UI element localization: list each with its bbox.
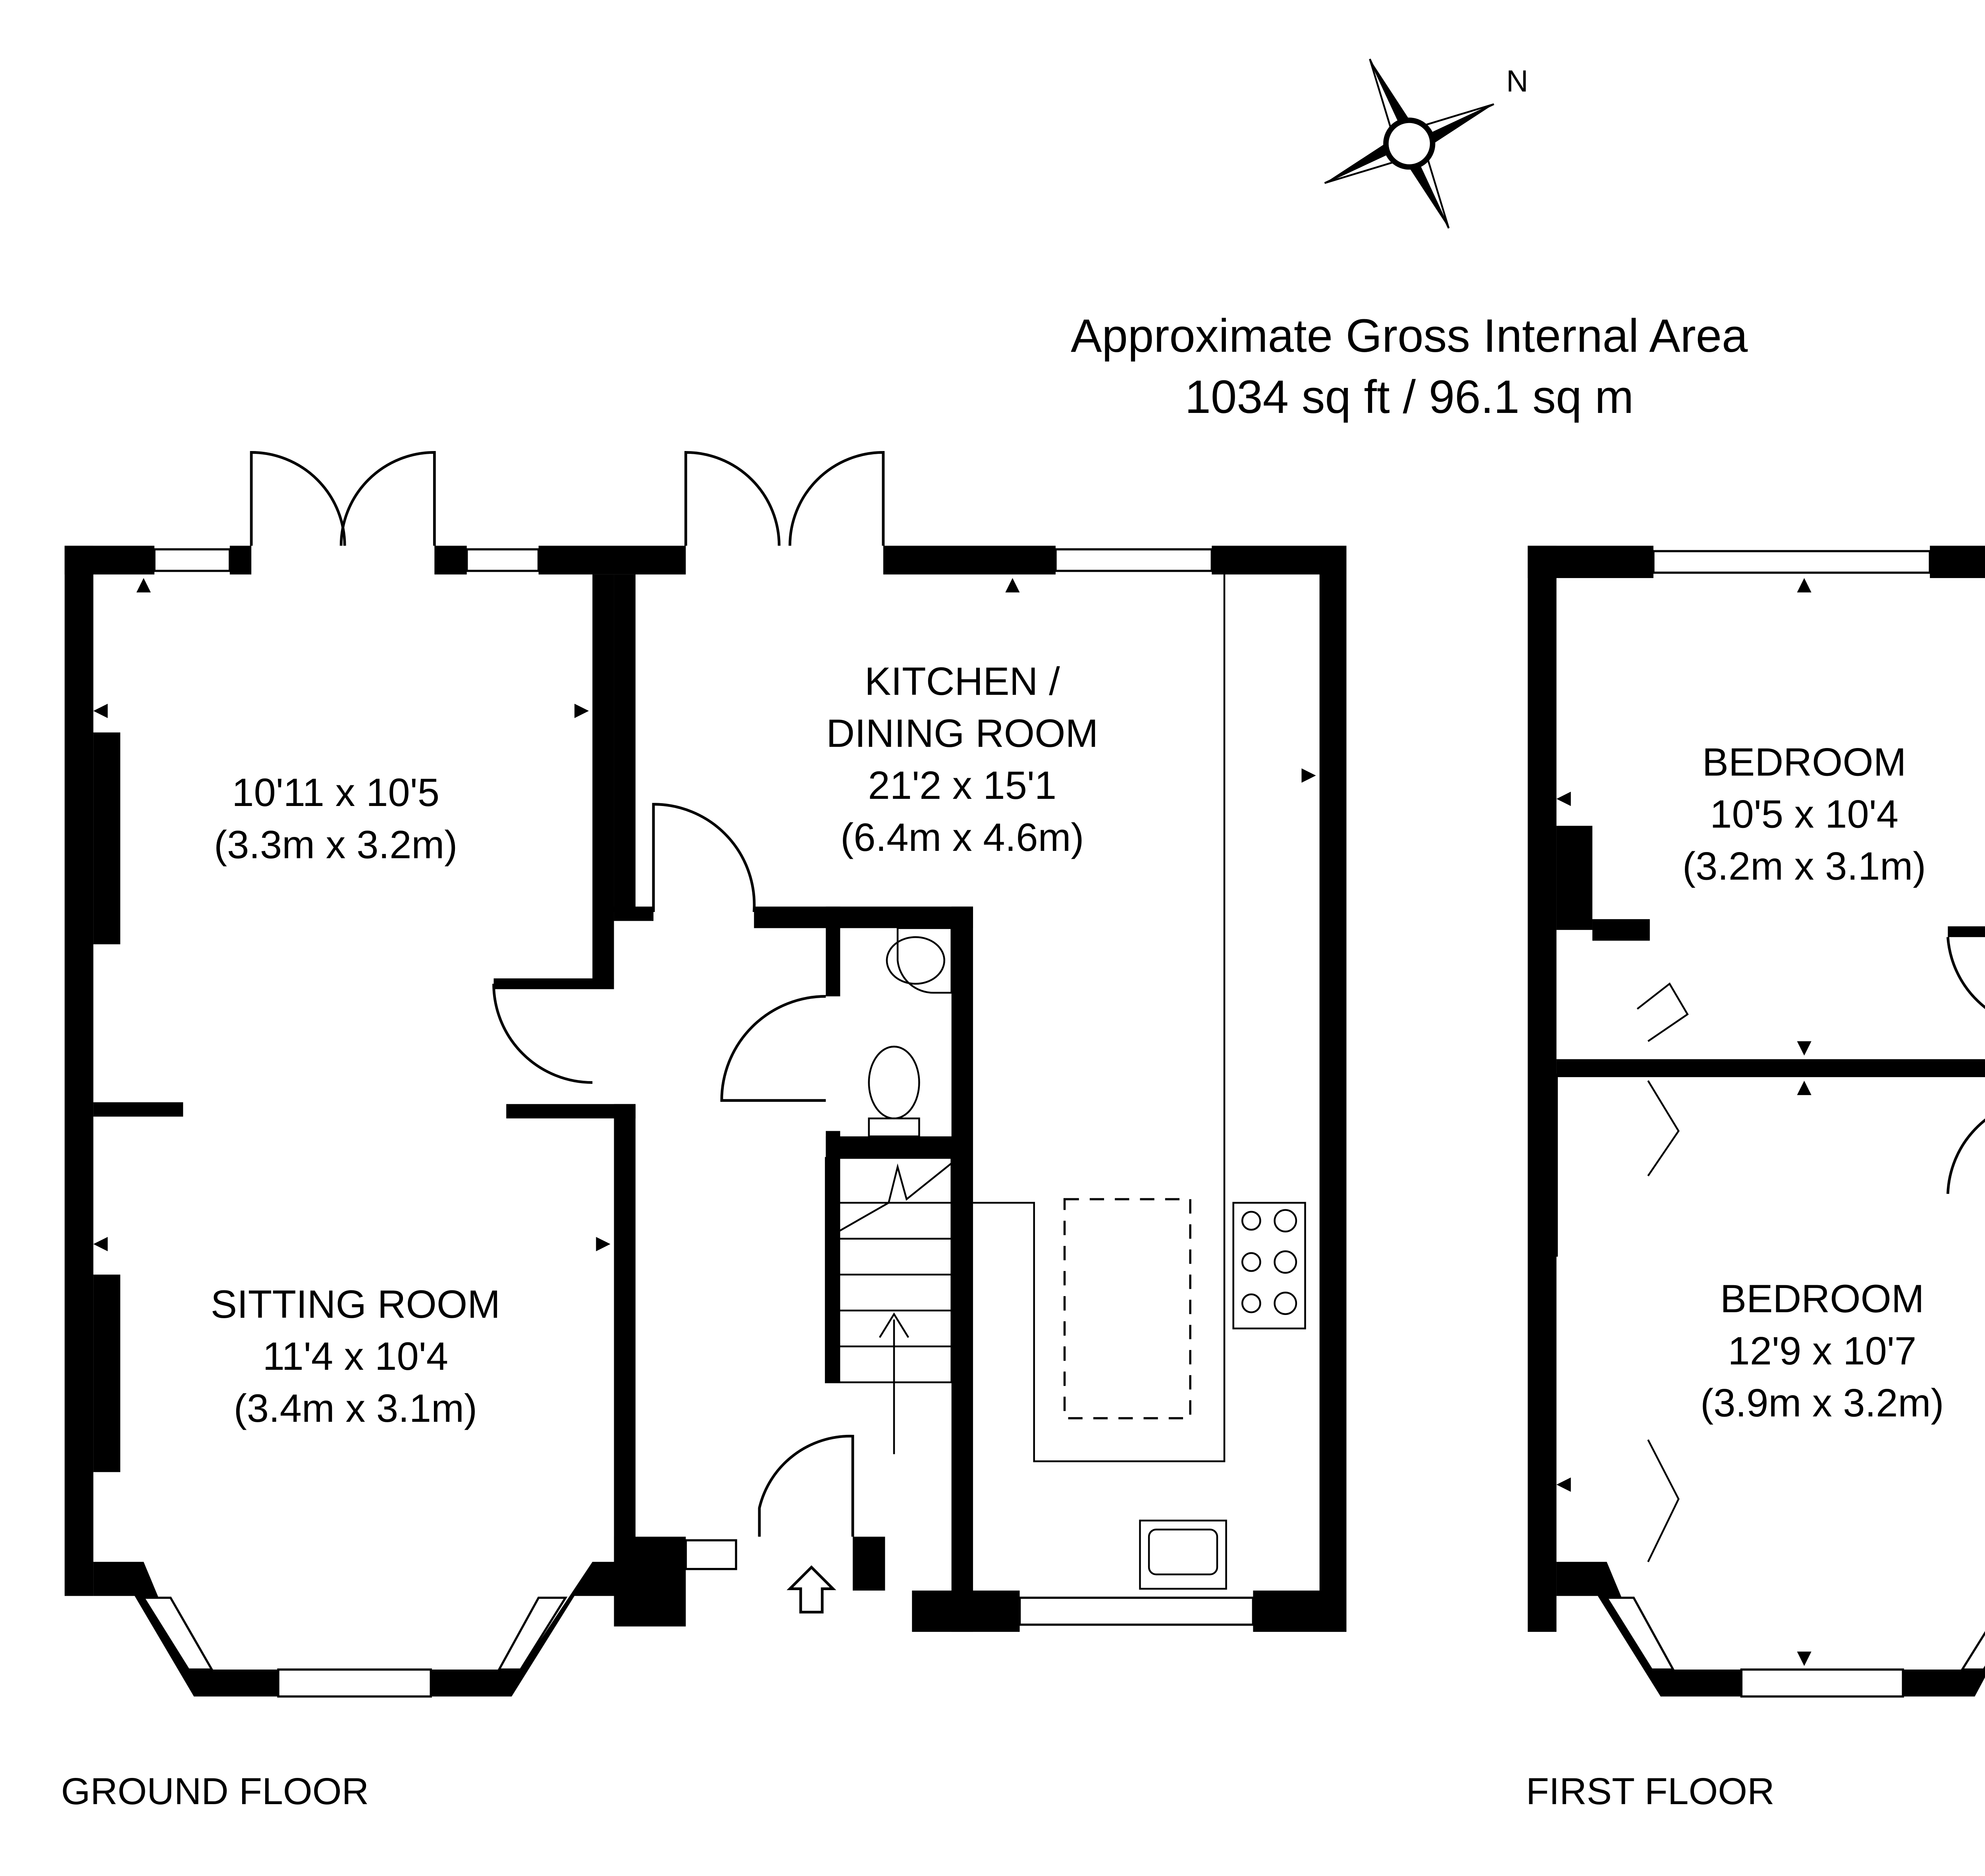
compass-north-label: N [1506,64,1528,98]
room-name-bedroom: BEDROOM [1720,1277,1924,1321]
area-title: Approximate Gross Internal Area [1071,310,1748,362]
first-floor-plan [1528,546,1985,1698]
room-dims-imperial: 12'9 x 10'7 [1728,1329,1916,1373]
room-dims-metric: (3.4m x 3.1m) [234,1386,478,1431]
room-dims-metric: (3.9m x 3.2m) [1700,1381,1944,1425]
entrance-arrow-icon [786,1565,836,1614]
room-dims-imperial: 10'5 x 10'4 [1710,792,1898,836]
area-value: 1034 sq ft / 96.1 sq m [1185,371,1634,423]
room-dims-imperial: 21'2 x 15'1 [868,764,1056,808]
ground-floor-plan [64,451,1347,1698]
room-dims-imperial: 11'4 x 10'4 [263,1334,449,1379]
wc-toilet-icon [868,1045,920,1138]
kitchen-sink-icon [1139,1519,1227,1590]
room-dims-metric: (3.3m x 3.2m) [214,823,458,867]
room-name-kitchen: KITCHEN / [865,659,1060,704]
room-name-dining: DINING ROOM [826,711,1098,756]
room-name-bedroom: BEDROOM [1702,740,1906,784]
hob-icon [1232,1202,1306,1330]
compass-rose-icon [1324,58,1494,229]
room-name-sitting: SITTING ROOM [211,1282,500,1327]
ground-floor-label: GROUND FLOOR [61,1770,369,1812]
kitchen-island-icon [1063,1198,1191,1419]
room-dims-metric: (3.2m x 3.1m) [1682,844,1926,889]
wc-basin-icon [886,927,952,994]
room-dims-imperial: 10'11 x 10'5 [232,771,439,815]
first-floor-label: FIRST FLOOR [1526,1770,1775,1812]
room-dims-metric: (6.4m x 4.6m) [840,816,1084,860]
ground-stairs-icon [825,1157,952,1454]
